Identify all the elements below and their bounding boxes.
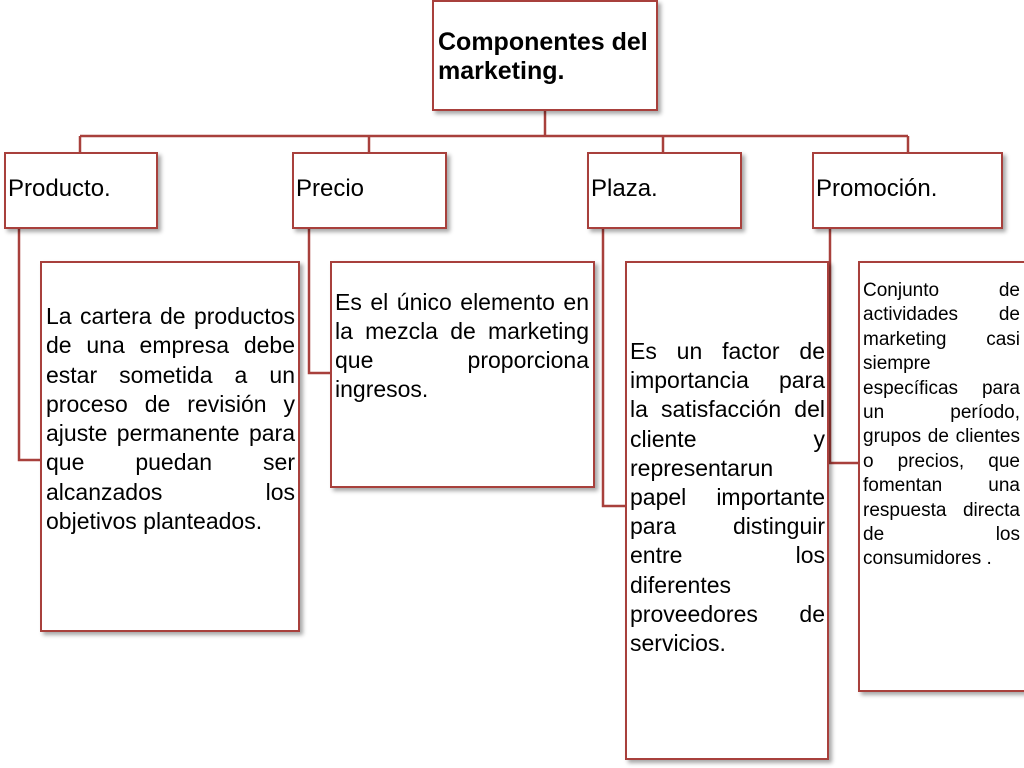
category-label-plaza: Plaza. xyxy=(591,175,658,202)
description-text-precio: Es el único elemento en la mezcla de mar… xyxy=(335,289,589,402)
category-label-precio: Precio xyxy=(296,175,365,202)
connector-promocion-desc xyxy=(828,229,860,465)
connector-precio-desc xyxy=(307,229,332,375)
root-node-title: Componentes del marketing. xyxy=(438,28,648,85)
connector-producto-desc xyxy=(17,229,42,462)
category-node-producto: Producto. xyxy=(4,152,158,229)
root-node-box: Componentes del marketing. xyxy=(432,0,658,111)
category-node-plaza: Plaza. xyxy=(587,152,742,229)
category-label-promocion: Promoción. xyxy=(816,175,938,202)
description-text-producto: La cartera de productos de una empresa d… xyxy=(46,303,295,535)
category-node-precio: Precio xyxy=(292,152,447,229)
description-box-promocion: Conjunto de actividades de marketing cas… xyxy=(858,261,1024,692)
category-node-promocion: Promoción. xyxy=(812,152,1003,229)
description-box-plaza: Es un factor de importancia para la sati… xyxy=(625,261,829,760)
description-text-promocion: Conjunto de actividades de marketing cas… xyxy=(863,280,1020,570)
description-box-precio: Es el único elemento en la mezcla de mar… xyxy=(330,261,595,488)
connector-plaza-desc xyxy=(601,229,627,508)
description-text-plaza: Es un factor de importancia para la sati… xyxy=(630,338,825,657)
description-box-producto: La cartera de productos de una empresa d… xyxy=(40,261,300,632)
category-label-producto: Producto. xyxy=(8,175,111,202)
